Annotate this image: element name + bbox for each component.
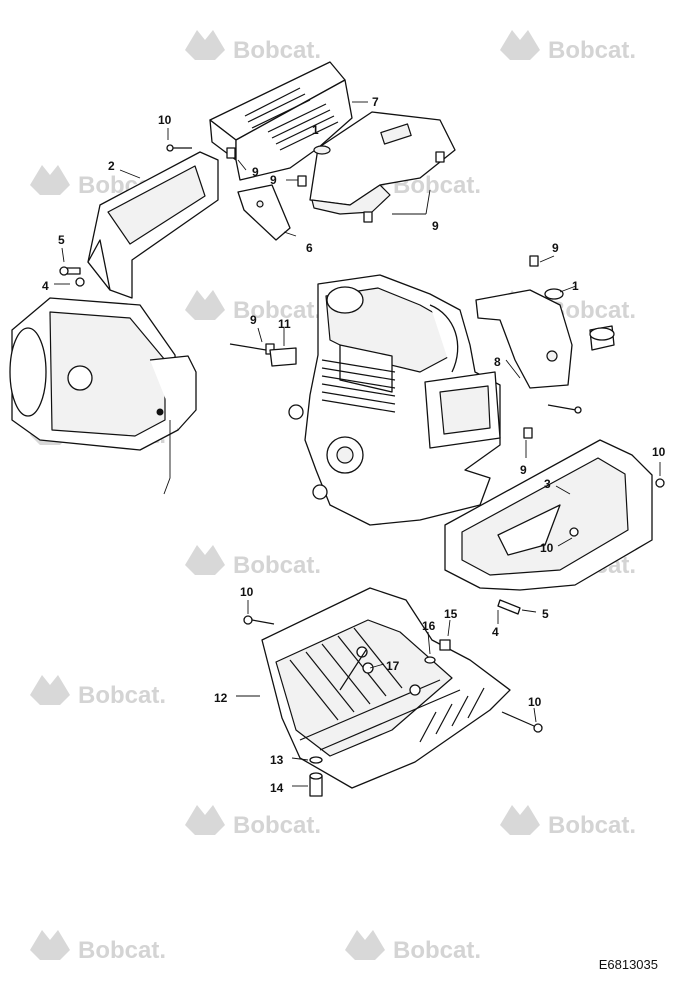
callout-7: 7: [372, 95, 379, 109]
bobcat-logo-icon: [345, 930, 385, 960]
callout-10-right: 10: [652, 445, 666, 459]
callout-10-top: 10: [158, 113, 172, 127]
callout-4-bottom: 4: [492, 625, 499, 639]
intake-pipe: [326, 286, 364, 314]
callout-9-d: 9: [552, 241, 559, 255]
callouts: 10 2 5 4 7 1 9 9 9 6 9 1 9 11 8 9 3 10 1…: [42, 95, 666, 795]
bobcat-logo-icon: [30, 165, 70, 195]
air-cleaner-cap: [67, 365, 93, 391]
watermark-5: Bobcat.: [185, 290, 321, 324]
watermark-2: Bobcat.: [500, 30, 636, 64]
fasteners: [59, 144, 665, 797]
callout-6: 6: [306, 241, 313, 255]
part-right-guard: [444, 439, 653, 591]
part-left-bracket: [87, 151, 219, 299]
bobcat-logo-icon: [500, 805, 540, 835]
watermark-text: Bobcat.: [233, 37, 321, 64]
engine-fins: [321, 359, 396, 413]
part-air-cleaner: [9, 297, 197, 495]
callout-5-left: 5: [58, 233, 65, 247]
callout-9-e: 9: [250, 313, 257, 327]
watermark-14: Bobcat.: [500, 805, 636, 839]
callout-12: 12: [214, 691, 228, 705]
part-small-bracket: [237, 184, 291, 241]
watermark-text: Bobcat.: [233, 297, 321, 324]
callout-9-f: 9: [520, 463, 527, 477]
watermark-15: Bobcat.: [30, 930, 166, 964]
callout-4-left: 4: [42, 279, 49, 293]
part-bottom-pan: [261, 587, 511, 789]
callout-13: 13: [270, 753, 284, 767]
watermark-11: Bobcat.: [30, 675, 166, 709]
callout-3: 3: [544, 477, 551, 491]
clamp: [589, 327, 615, 341]
bobcat-logo-icon: [185, 805, 225, 835]
watermark-13: Bobcat.: [185, 805, 321, 839]
callout-10-mid: 10: [540, 541, 554, 555]
watermark-text: Bobcat.: [233, 552, 321, 579]
bobcat-logo-icon: [500, 30, 540, 60]
grommet: [313, 145, 331, 155]
callout-9-c: 9: [432, 219, 439, 233]
watermark-text: Bobcat.: [78, 937, 166, 964]
callout-10-lower: 10: [240, 585, 254, 599]
watermark-text: Bobcat.: [393, 937, 481, 964]
callout-16: 16: [422, 619, 436, 633]
bobcat-logo-icon: [185, 545, 225, 575]
callout-17: 17: [386, 659, 400, 673]
watermark-text: Bobcat.: [233, 812, 321, 839]
watermark-text: Bobcat.: [548, 812, 636, 839]
pan-side-fins: [419, 687, 485, 743]
vent-slots: [244, 87, 339, 151]
watermark-9: Bobcat.: [185, 545, 321, 579]
callout-8: 8: [494, 355, 501, 369]
bobcat-logo-icon: [30, 930, 70, 960]
part-right-bracket: [475, 288, 615, 389]
bobcat-logo-icon: [185, 30, 225, 60]
part-engine: [288, 274, 501, 526]
watermark-text: Bobcat.: [548, 37, 636, 64]
watermark-text: Bobcat.: [78, 682, 166, 709]
callout-14: 14: [270, 781, 284, 795]
leader-lines: [54, 101, 661, 787]
watermark-1: Bobcat.: [185, 30, 321, 64]
callout-9-a: 9: [252, 165, 259, 179]
callout-11: 11: [278, 317, 291, 331]
callout-15: 15: [444, 607, 458, 621]
bobcat-logo-icon: [185, 290, 225, 320]
drawing-number: E6813035: [598, 957, 658, 972]
watermark-16: Bobcat.: [345, 930, 481, 964]
callout-2: 2: [108, 159, 115, 173]
bobcat-logo-icon: [30, 675, 70, 705]
callout-1-right: 1: [572, 279, 579, 293]
callout-5-right: 5: [542, 607, 549, 621]
part-top-shroud: [209, 61, 456, 215]
callout-9-b: 9: [270, 173, 277, 187]
callout-10-bottom: 10: [528, 695, 542, 709]
callout-1-top: 1: [312, 123, 319, 137]
